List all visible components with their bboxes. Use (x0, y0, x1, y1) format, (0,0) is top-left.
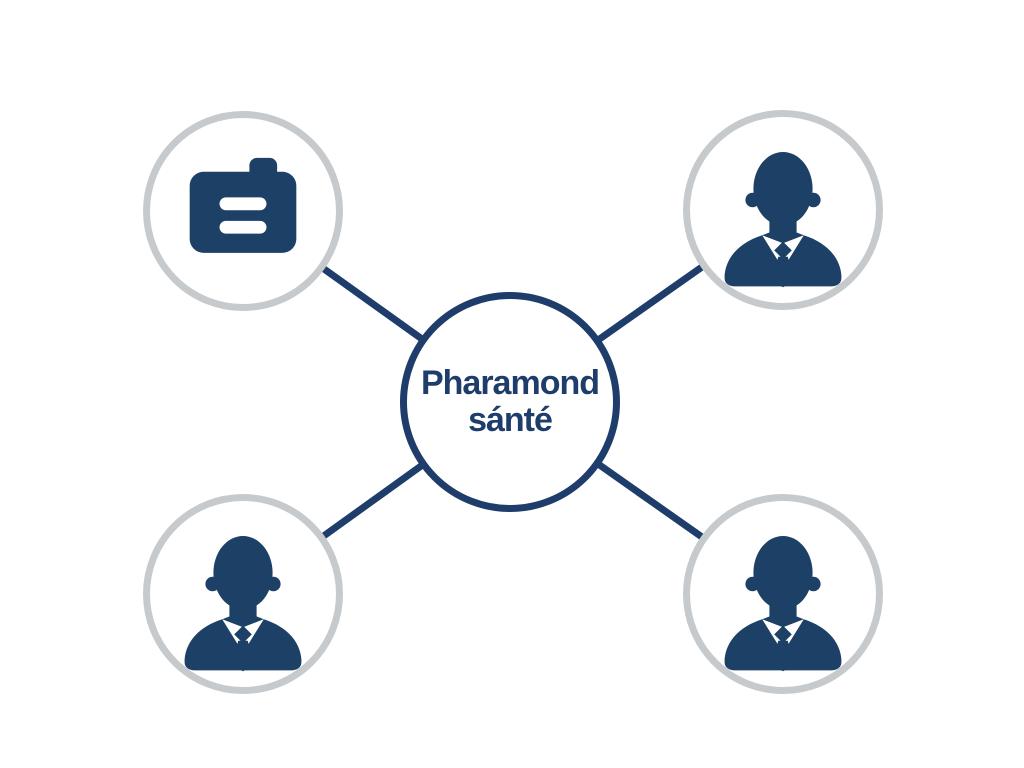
businessman-icon (703, 528, 863, 677)
center-title-line1: Pharamond (420, 364, 600, 403)
node-top-left (143, 111, 343, 311)
id-card-icon (179, 143, 307, 276)
node-bottom-right (683, 494, 883, 694)
node-top-right (683, 110, 883, 310)
center-title-line2: sánté (468, 401, 553, 439)
node-bottom-left (143, 494, 343, 694)
center-node: Pharamond sánté (400, 292, 620, 512)
center-node-title: Pharamond sánté (420, 364, 600, 439)
businessman-icon (703, 144, 863, 293)
businessman-icon (163, 528, 323, 677)
